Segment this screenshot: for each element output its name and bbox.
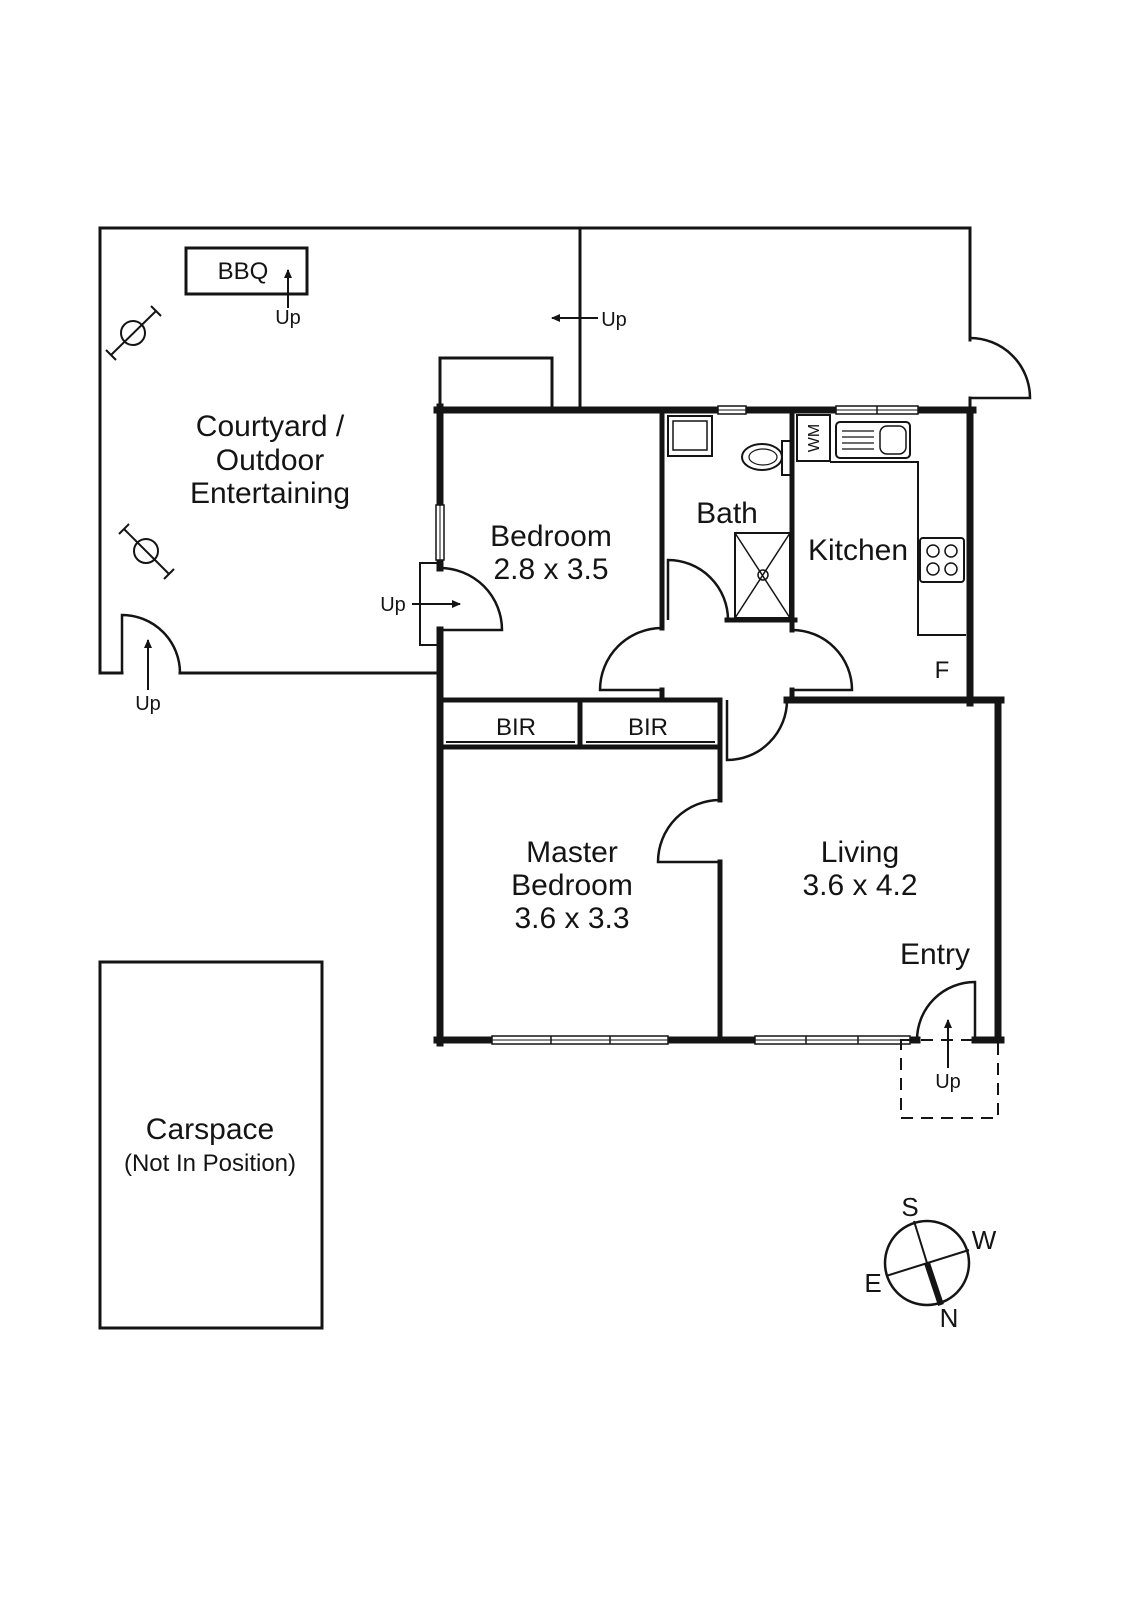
bedroom-name: Bedroom <box>490 520 612 553</box>
courtyard-label-line-2: Outdoor <box>216 444 324 477</box>
step-label-entry: Up <box>935 1071 961 1093</box>
carspace: Carspace (Not In Position) <box>98 960 324 1330</box>
bath-door <box>666 558 730 621</box>
living-door <box>725 699 789 762</box>
bedroom-door <box>598 626 663 692</box>
step-label-divider: Up <box>601 309 627 331</box>
compass-south: S <box>901 1192 918 1222</box>
courtyard-fence <box>98 226 972 675</box>
sink-icon <box>835 421 911 459</box>
bir-label-2: BIR <box>628 714 668 741</box>
kitchen-door <box>791 628 854 692</box>
entry-name: Entry <box>900 938 970 971</box>
bbq-label: BBQ <box>218 258 269 285</box>
window-bath <box>717 405 747 415</box>
bbq-box <box>184 246 309 296</box>
window-kitchen <box>835 405 919 415</box>
courtyard-planter-box <box>438 356 554 410</box>
compass-icon: S W E N <box>864 1192 996 1333</box>
carspace-title: Carspace <box>146 1113 274 1146</box>
compass-west: W <box>972 1225 997 1255</box>
master-bedroom-name-line-2: Bedroom <box>511 869 633 902</box>
carspace-note: (Not In Position) <box>124 1150 296 1177</box>
compass-north: N <box>940 1303 959 1333</box>
washing-machine: WM <box>796 414 831 462</box>
bath-name: Bath <box>696 497 758 530</box>
bedroom-size: 2.8 x 3.5 <box>493 553 608 586</box>
master-bedroom-size: 3.6 x 3.3 <box>514 902 629 935</box>
shower-icon <box>734 532 791 619</box>
windows <box>435 405 919 1045</box>
compass-north-needle <box>924 1262 944 1306</box>
carspace-outline <box>98 960 324 1330</box>
kitchen-name: Kitchen <box>808 534 908 567</box>
toilet-icon <box>741 440 793 476</box>
master-bedroom-door <box>656 798 721 864</box>
step-label-bedroom-door: Up <box>380 594 406 616</box>
window-master-bedroom <box>491 1035 669 1045</box>
bedroom-external-door <box>439 566 504 632</box>
vanity-icon <box>667 415 713 457</box>
window-living <box>754 1035 911 1045</box>
entry-door <box>915 980 977 1041</box>
doors <box>419 558 977 1041</box>
step-label-courtyard-gate: Up <box>135 693 161 715</box>
courtyard: BBQ Up Up Courtyard / Outdoor Entertaini… <box>98 226 1032 715</box>
window-bedroom <box>435 504 445 561</box>
step-label-bbq: Up <box>275 307 301 329</box>
light-fixture-icon <box>105 305 162 361</box>
compass-east: E <box>864 1268 881 1298</box>
master-bedroom-name-line-1: Master <box>526 836 618 869</box>
bir-label-1: BIR <box>496 714 536 741</box>
courtyard-side-door <box>969 336 1032 400</box>
fridge-label: F <box>935 657 950 684</box>
kitchen-counter <box>830 461 966 636</box>
living-name: Living <box>821 836 899 869</box>
courtyard-label-line-3: Entertaining <box>190 477 350 510</box>
cooktop-icon <box>919 537 965 583</box>
courtyard-gate-door <box>120 613 182 674</box>
courtyard-label-line-1: Courtyard / <box>196 410 345 443</box>
washing-machine-label: WM <box>806 424 823 452</box>
light-fixture-icon <box>118 523 175 580</box>
entry-porch <box>900 1039 999 1119</box>
living-size: 3.6 x 4.2 <box>802 869 917 902</box>
